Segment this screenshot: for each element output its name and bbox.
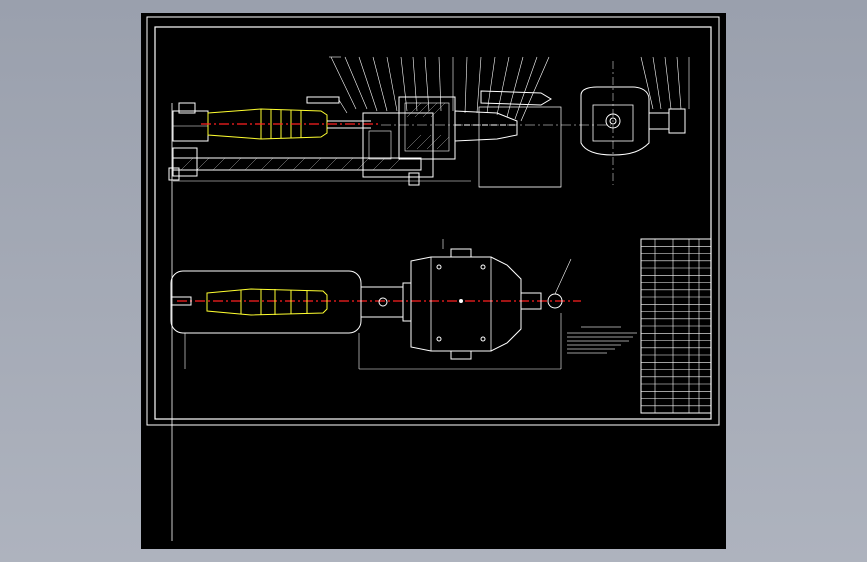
housing-hatch bbox=[406, 102, 450, 150]
technical-notes bbox=[567, 326, 637, 354]
title-block[interactable] bbox=[640, 238, 712, 414]
support-frame bbox=[478, 106, 562, 188]
cad-viewport[interactable] bbox=[141, 13, 726, 549]
top-view-block bbox=[360, 286, 404, 318]
side-view[interactable] bbox=[580, 56, 690, 185]
handle-left-cap bbox=[178, 102, 196, 114]
left-post bbox=[172, 147, 198, 177]
base-beam bbox=[172, 157, 422, 171]
sheet-outer-border bbox=[146, 16, 720, 426]
top-view-assembly[interactable] bbox=[170, 239, 581, 370]
sheet-inner-border bbox=[154, 26, 712, 420]
clamp-arm bbox=[480, 90, 552, 106]
beam-hatch bbox=[180, 157, 402, 171]
leader-lines bbox=[329, 56, 550, 122]
front-view-assembly[interactable] bbox=[168, 56, 611, 188]
side-view-body bbox=[580, 86, 650, 156]
cad-drawing-canvas[interactable] bbox=[141, 13, 726, 549]
callout-box bbox=[306, 96, 340, 104]
top-view-head bbox=[410, 256, 522, 352]
fixture-plate bbox=[362, 112, 434, 178]
grip-top bbox=[206, 288, 328, 316]
top-view-body-left bbox=[170, 270, 362, 334]
